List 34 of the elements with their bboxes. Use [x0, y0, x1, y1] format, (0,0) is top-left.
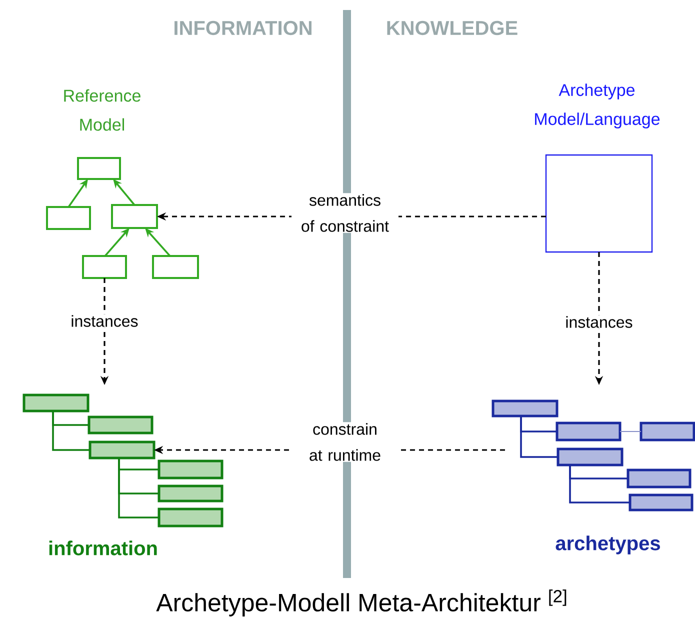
model-box: [545, 154, 653, 253]
tree-box: [77, 157, 121, 180]
column-heading: INFORMATION: [174, 20, 312, 36]
tree-bar: [158, 508, 224, 528]
tree-bar: [158, 484, 224, 502]
tree-caption: information: [49, 540, 157, 556]
tree-bar: [626, 468, 692, 488]
caption: Archetype-Modell Meta-Architektur $^{[2]}$: [156, 590, 566, 616]
edge-label: instances: [64, 314, 146, 328]
tree-bar: [628, 494, 694, 512]
tree-bar: [556, 448, 624, 466]
model-heading: Reference Model: [64, 89, 140, 131]
tree-line: [118, 458, 159, 518]
column-heading: KNOWLEDGE: [387, 20, 518, 36]
tree-box: [152, 255, 199, 279]
tree-box: [111, 204, 158, 229]
tree-caption: archetypes: [556, 536, 660, 554]
tree-bar: [640, 422, 695, 442]
tree-bar: [88, 440, 156, 460]
tree-line: [520, 416, 558, 458]
tree-bar: [556, 422, 622, 442]
edge-label: instances: [558, 315, 640, 329]
tree-box: [82, 255, 127, 279]
edge-label: constrain at runtime: [292, 422, 398, 462]
tree-line: [620, 431, 642, 432]
tree-bar: [492, 400, 558, 418]
model-heading: Archetype Model/Language: [535, 84, 660, 128]
tree-line: [569, 465, 630, 504]
tree-line: [52, 411, 90, 451]
edge-label: semantics of constraint: [292, 193, 398, 233]
tree-bar: [88, 416, 154, 434]
tree-bar: [22, 394, 90, 412]
tree-box: [46, 206, 91, 230]
tree-bar: [158, 460, 224, 480]
